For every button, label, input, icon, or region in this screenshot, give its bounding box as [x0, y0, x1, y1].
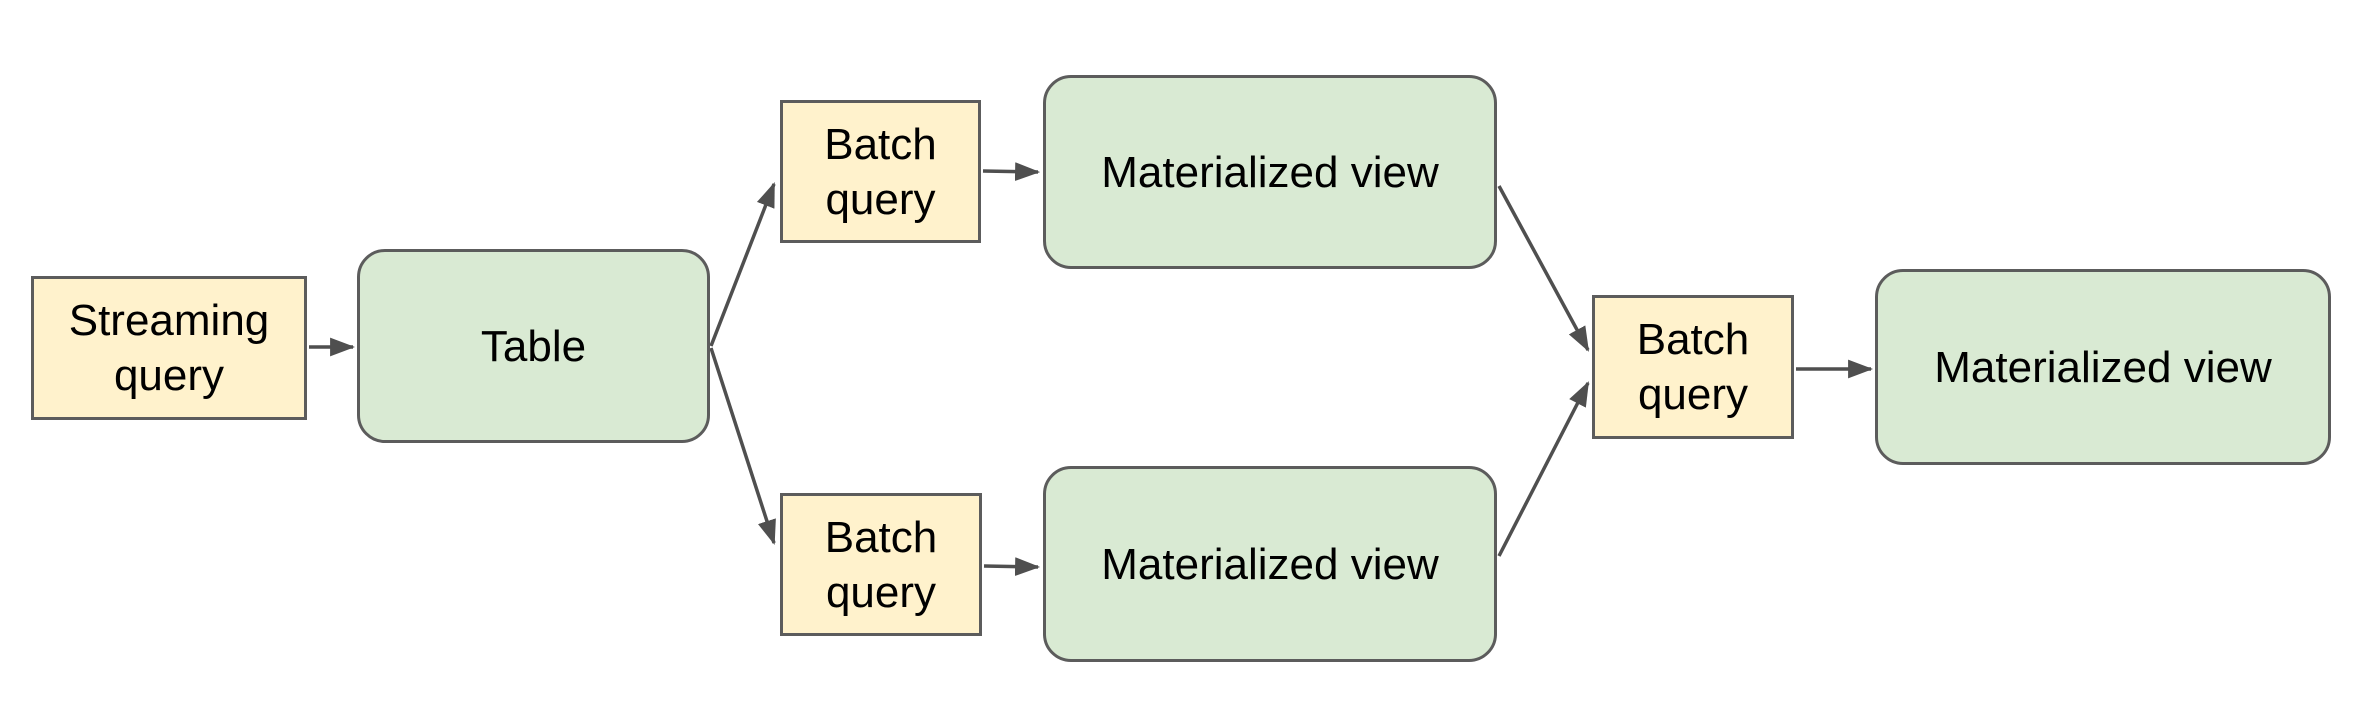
node-materialized-view-right-label: Materialized view: [1934, 342, 2272, 392]
node-batch-query-right-label: Batch query: [1636, 315, 1750, 419]
edge-table-to-batch-query-bottom: [709, 347, 776, 545]
edge-table-to-batch-query-top: [709, 182, 776, 347]
node-materialized-view-top-label: Materialized view: [1101, 147, 1439, 197]
node-batch-query-bottom: Batch query: [780, 493, 982, 636]
node-batch-query-top-label: Batch query: [824, 119, 937, 224]
node-batch-query-top: Batch query: [780, 100, 981, 243]
edge-batch-query-bottom-to-mv-bottom: [983, 557, 1041, 576]
node-materialized-view-top: Materialized view: [1043, 75, 1497, 269]
node-materialized-view-bottom-label: Materialized view: [1101, 539, 1439, 589]
node-batch-query-bottom-label: Batch query: [824, 512, 938, 617]
edge-mv-bottom-to-batch-query-right: [1497, 381, 1590, 557]
edge-batch-query-top-to-mv-top: [982, 162, 1041, 181]
edge-mv-top-to-batch-query-right: [1497, 185, 1590, 352]
node-materialized-view-right: Materialized view: [1875, 269, 2331, 465]
node-table-label: Table: [480, 321, 587, 371]
node-streaming-query: Streaming query: [31, 276, 307, 420]
node-batch-query-right: Batch query: [1592, 295, 1794, 439]
node-streaming-query-label: Streaming query: [68, 296, 270, 400]
node-materialized-view-bottom: Materialized view: [1043, 466, 1497, 662]
node-table: Table: [357, 249, 710, 443]
